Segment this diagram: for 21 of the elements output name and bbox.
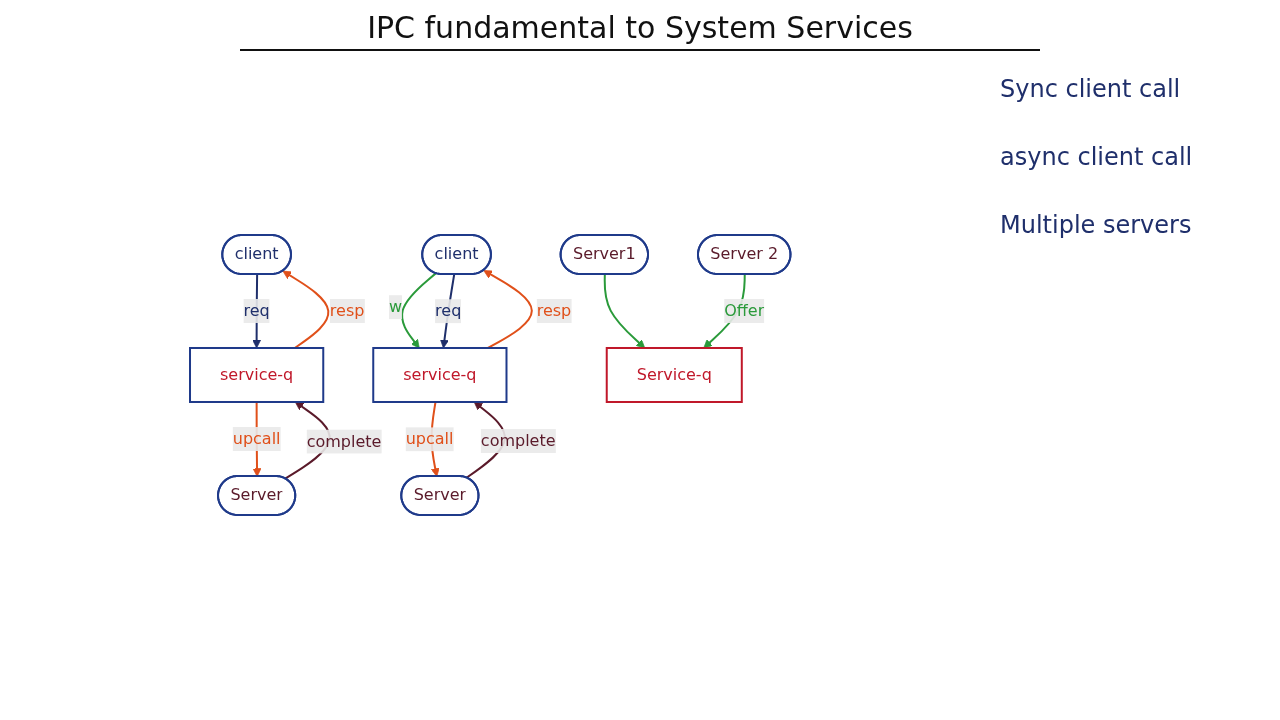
edge-label: upcall [232, 428, 281, 448]
edge-label: complete [480, 431, 556, 451]
arrow [483, 270, 533, 349]
note-text: Multiple servers [1000, 211, 1193, 239]
edge-label: Offer [723, 301, 765, 320]
node-box: service-q [188, 347, 324, 403]
note-text: Sync client call [1000, 75, 1182, 103]
node-box: service-q [372, 347, 508, 403]
diagram-title: IPC fundamental to System Services [240, 10, 1040, 51]
arrow [282, 270, 330, 349]
edge-label: w [388, 297, 402, 317]
edge-label: resp [536, 301, 571, 320]
edge-label: upcall [405, 429, 454, 449]
edge-label: complete [306, 431, 382, 451]
node-box: Service-q [605, 347, 743, 403]
arrow [603, 273, 645, 349]
note-text: async client call [1000, 143, 1194, 171]
edge-label: resp [329, 301, 365, 320]
edge-label: req [243, 301, 270, 320]
edge-label: req [434, 301, 462, 321]
arrow [400, 272, 437, 349]
